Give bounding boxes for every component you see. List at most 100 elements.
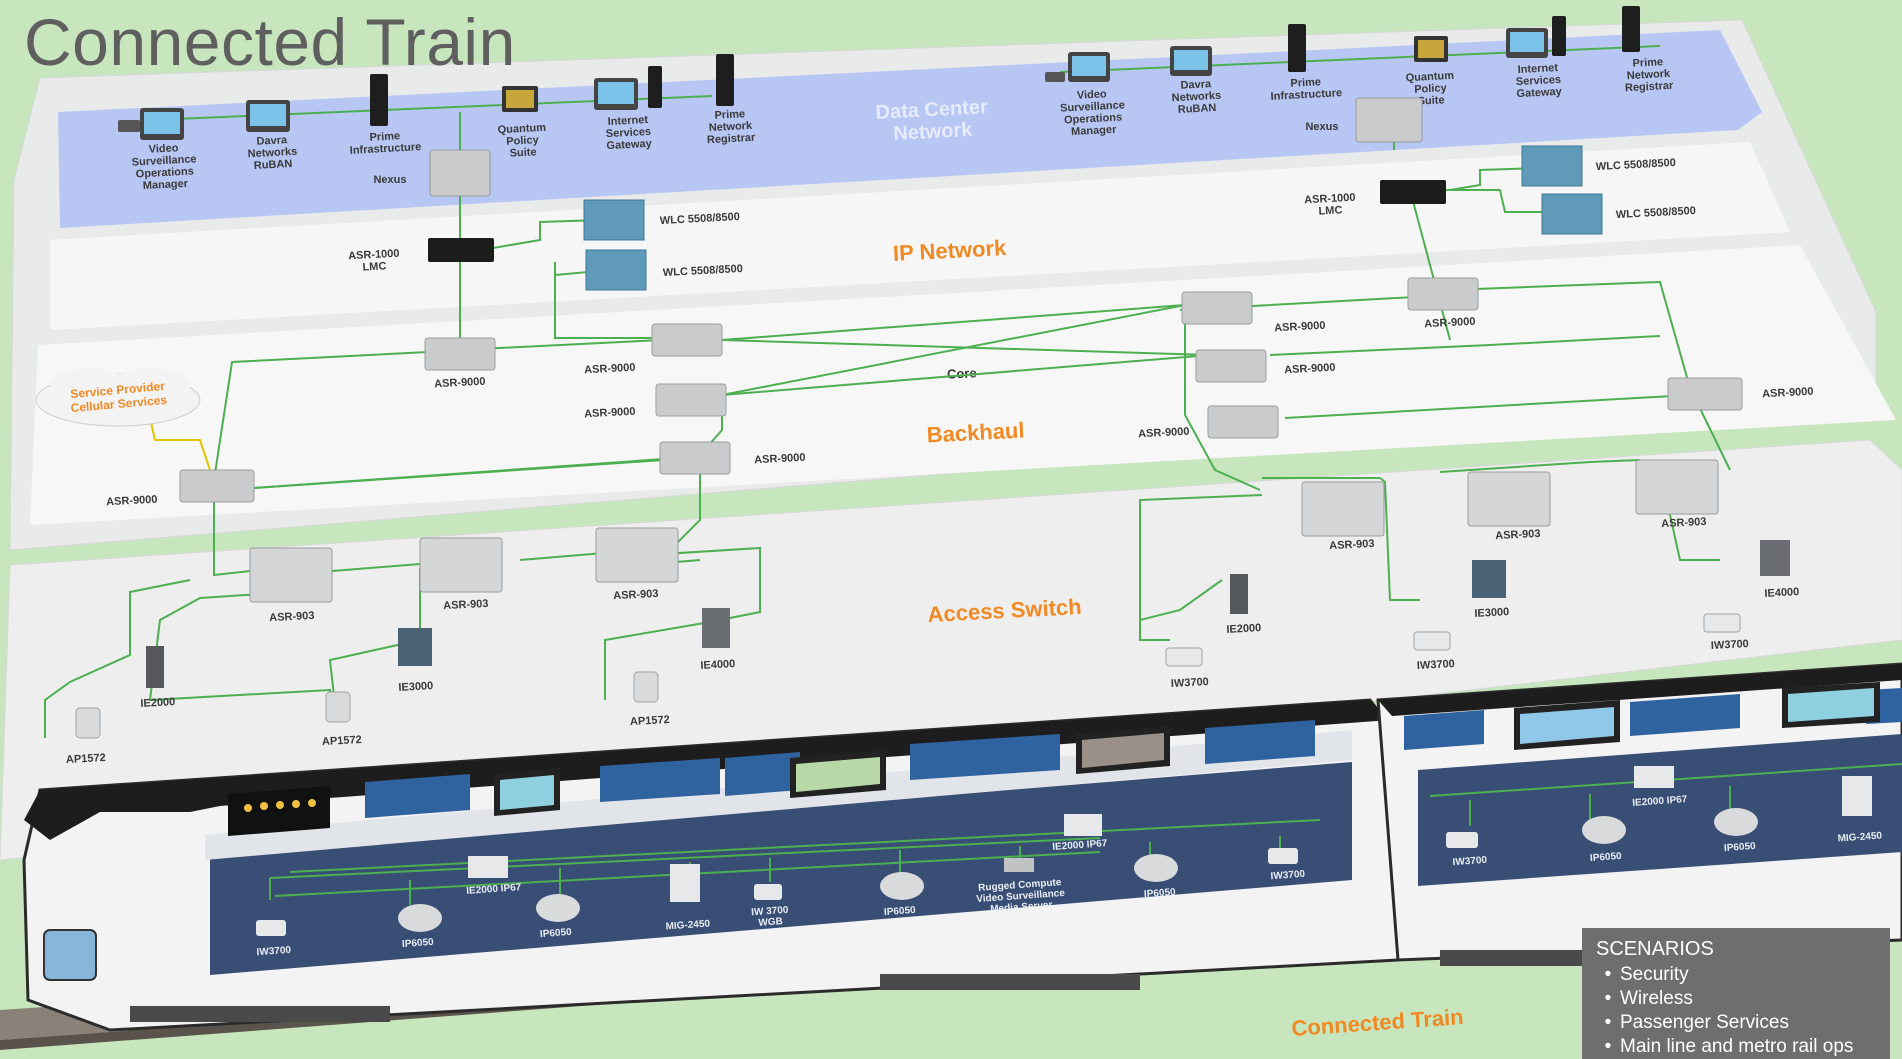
svg-text:DavraNetworksRuBAN: DavraNetworksRuBAN — [247, 134, 298, 173]
iw3700-label: IW3700 — [1711, 638, 1749, 652]
passenger-display[interactable] — [1076, 726, 1170, 774]
server-tower-icon[interactable] — [1622, 6, 1640, 52]
ie2000ip67-switch[interactable] — [468, 856, 508, 878]
asr9000-router[interactable] — [179, 469, 255, 503]
monitor-icon[interactable] — [1170, 46, 1212, 76]
asr903-router[interactable] — [1467, 471, 1551, 527]
ie2000-label: IE2000 — [1226, 622, 1261, 636]
ie2000ip67-switch[interactable] — [1634, 766, 1674, 788]
wlc-controller[interactable] — [1541, 193, 1603, 235]
ie3000-switch[interactable] — [398, 628, 432, 666]
access-labels: IE2000 IE3000 IE4000 AP1572 AP1572 AP157… — [66, 586, 1800, 766]
ip6050-camera[interactable] — [1714, 808, 1758, 836]
asr9000-router[interactable] — [1207, 405, 1279, 439]
wlc-controller[interactable] — [585, 249, 647, 291]
server-tower-icon[interactable] — [370, 74, 388, 126]
iw3700-access-point[interactable] — [256, 920, 286, 936]
ip6050-camera[interactable] — [880, 872, 924, 900]
nexus-switch-left[interactable] — [429, 149, 491, 197]
ie3000-switch[interactable] — [1472, 560, 1506, 598]
ap1572-access-point[interactable] — [633, 671, 659, 703]
monitor-icon[interactable] — [246, 100, 290, 132]
ip6050-camera[interactable] — [536, 894, 580, 922]
asr9000-router[interactable] — [655, 383, 727, 417]
svg-text:IP6050: IP6050 — [884, 905, 917, 918]
asr9000-router[interactable] — [424, 337, 496, 371]
ie3000-label: IE3000 — [398, 680, 433, 694]
ap1572-label: AP1572 — [66, 752, 106, 766]
ie4000-switch[interactable] — [1760, 540, 1790, 576]
svg-text:PrimeInfrastructure: PrimeInfrastructure — [1270, 75, 1343, 103]
iw3700-wgb[interactable] — [754, 884, 782, 900]
asr903-router[interactable] — [595, 527, 679, 583]
svg-text:IE2000 IP67: IE2000 IP67 — [1052, 838, 1108, 853]
ie2000ip67-switch[interactable] — [1064, 814, 1102, 836]
scenario-item: •Wireless — [1604, 988, 1693, 1009]
passenger-display[interactable] — [228, 786, 330, 836]
wlc-controller[interactable] — [583, 199, 645, 241]
asr903-router[interactable] — [419, 537, 503, 593]
laptop-icon[interactable] — [1414, 36, 1448, 62]
rugged-compute-server[interactable] — [1004, 858, 1034, 872]
mig2450-gateway[interactable] — [1842, 776, 1872, 816]
ap1572-access-point[interactable] — [75, 707, 101, 739]
asr9000-router[interactable] — [651, 323, 723, 357]
asr9000-router[interactable] — [1181, 291, 1253, 325]
train-windows — [365, 720, 1315, 818]
passenger-display[interactable] — [790, 750, 886, 798]
ip6050-camera[interactable] — [398, 904, 442, 932]
svg-text:PrimeNetworkRegistrar: PrimeNetworkRegistrar — [1623, 56, 1674, 95]
asr9000-router[interactable] — [1195, 349, 1267, 383]
passenger-display[interactable] — [494, 768, 560, 816]
wlc-controller[interactable] — [1521, 145, 1583, 187]
ie2000-switch[interactable] — [1230, 574, 1248, 614]
iw3700-access-point[interactable] — [1703, 613, 1741, 633]
asr9000-router[interactable] — [1667, 377, 1743, 411]
passenger-display[interactable] — [1514, 700, 1620, 750]
iw3700-access-point[interactable] — [1165, 647, 1203, 667]
asr903-label: ASR-903 — [443, 598, 489, 612]
asr9000-label: ASR-9000 — [1274, 320, 1326, 335]
asr903-router[interactable] — [1635, 459, 1719, 515]
asr9000-router[interactable] — [659, 441, 731, 475]
ip6050-camera[interactable] — [1134, 854, 1178, 882]
monitor-icon[interactable] — [1506, 16, 1566, 58]
monitor-icon[interactable] — [594, 66, 662, 110]
server-tower-icon[interactable] — [1288, 24, 1306, 72]
asr1000-router-left[interactable] — [428, 238, 494, 262]
asr903-routers — [249, 459, 1719, 603]
nexus-switch-right[interactable] — [1355, 97, 1423, 143]
ie2000-switch[interactable] — [146, 646, 164, 688]
iw3700-access-point[interactable] — [1446, 832, 1478, 848]
iw3700-access-point[interactable] — [1268, 848, 1298, 864]
asr903-router[interactable] — [1301, 481, 1385, 537]
ip6050-camera[interactable] — [1582, 816, 1626, 844]
asr9000-label: ASR-9000 — [434, 376, 486, 391]
asr9000-routers — [179, 277, 1743, 503]
asr9000-label: ASR-9000 — [1424, 316, 1476, 331]
ap1572-label: AP1572 — [322, 734, 362, 748]
passenger-display[interactable] — [1782, 682, 1880, 728]
svg-text:MIG-2450: MIG-2450 — [1837, 830, 1883, 844]
svg-text:IP6050: IP6050 — [1144, 887, 1177, 900]
ap1572-label: AP1572 — [630, 714, 670, 728]
svg-text:IE2000 IP67: IE2000 IP67 — [466, 882, 522, 897]
asr903-label: ASR-903 — [269, 610, 315, 624]
laptop-icon[interactable] — [502, 86, 538, 112]
server-tower-icon[interactable] — [716, 54, 734, 106]
ie4000-switch[interactable] — [702, 608, 730, 648]
asr1000-router-right[interactable] — [1380, 180, 1446, 204]
iw3700-label: IW3700 — [1171, 676, 1209, 690]
asr9000-label: ASR-9000 — [584, 362, 636, 377]
zone-backhaul: Backhaul — [926, 417, 1025, 447]
svg-text:IE2000 IP67: IE2000 IP67 — [1632, 794, 1688, 809]
asr903-router[interactable] — [249, 547, 333, 603]
monitor-icon[interactable] — [1045, 52, 1110, 82]
ap1572-access-point[interactable] — [325, 691, 351, 723]
mig2450-gateway[interactable] — [670, 864, 700, 902]
access-devices — [75, 540, 1790, 739]
scenarios-heading: SCENARIOS — [1596, 938, 1714, 960]
monitor-icon[interactable] — [118, 108, 184, 140]
asr9000-router[interactable] — [1407, 277, 1479, 311]
iw3700-access-point[interactable] — [1413, 631, 1451, 651]
